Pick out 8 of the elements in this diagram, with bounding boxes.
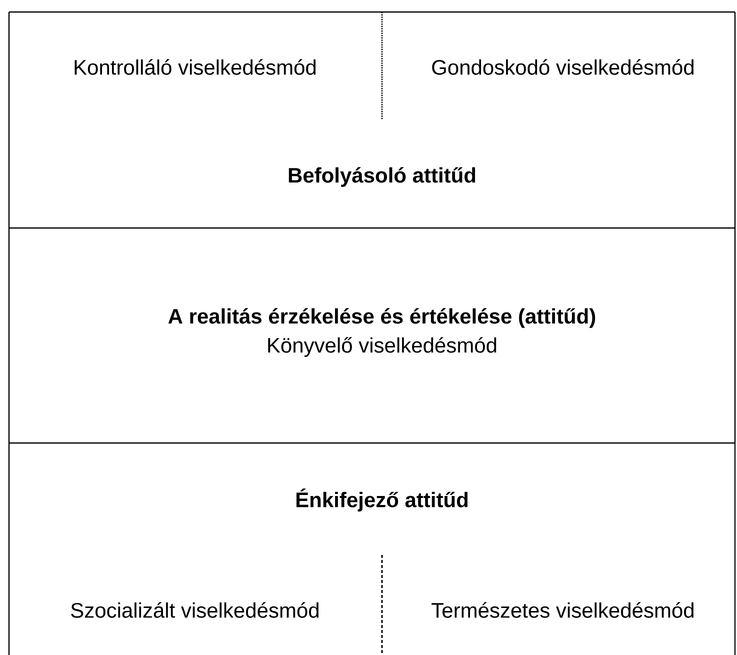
behavior-label: Szocializált viselkedésmód xyxy=(71,602,318,618)
behavior-label: Könyvelő viselkedésmód xyxy=(268,337,496,357)
band-heading: Énkifejező attitűd xyxy=(296,488,468,512)
behavior-label: Gondoskodó viselkedésmód xyxy=(432,59,694,75)
band-heading: A realitás érzékelése és értékelése (attitűd) xyxy=(168,308,596,328)
band-heading: Befolyásoló attitűd xyxy=(288,167,476,187)
behavior-label: Természetes viselkedésmód xyxy=(432,602,694,618)
behavior-label: Kontrolláló viselkedésmód xyxy=(74,59,316,75)
